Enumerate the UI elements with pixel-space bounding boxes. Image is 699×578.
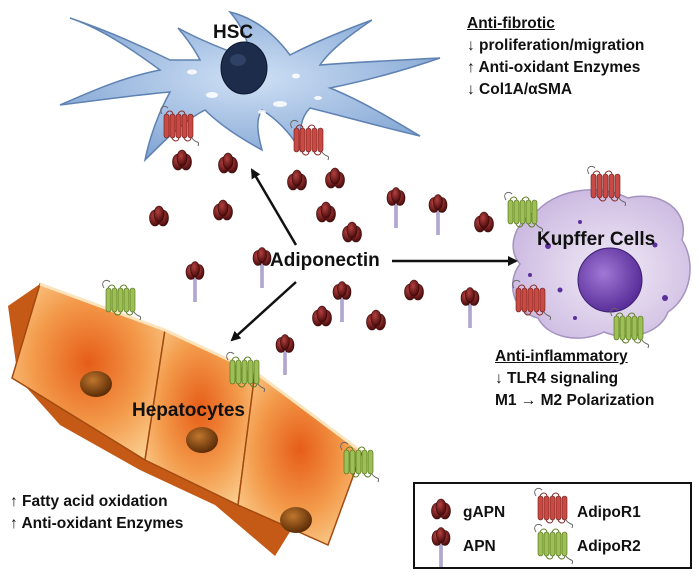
hepatocyte-effects-block: ↑ Fatty acid oxidation ↑ Anti-oxidant En… <box>10 491 183 535</box>
kupffer-label: Kupffer Cells <box>537 229 656 250</box>
arrows <box>230 168 518 342</box>
legend-apn-label: APN <box>463 538 496 555</box>
legend-gapn-label: gAPN <box>463 504 506 521</box>
gapn-molecule <box>218 152 238 174</box>
anti-inflammatory-title: Anti-inflammatory <box>495 348 628 365</box>
hsc-label: HSC <box>213 22 254 43</box>
hepatocyte-nucleus <box>80 371 112 397</box>
apn-molecule <box>331 280 353 324</box>
gapn-molecule <box>366 309 386 331</box>
legend-adipor1-label: AdipoR1 <box>577 504 641 521</box>
gapn-molecule <box>316 201 336 223</box>
arrow-to-hepatocytes <box>230 281 297 342</box>
anti-fibrotic-line: ↓ Col1A/αSMA <box>467 81 573 98</box>
apn-molecule <box>459 286 481 330</box>
gapn-molecule <box>312 305 332 327</box>
gapn-molecule <box>325 167 345 189</box>
gapn-molecule <box>342 221 362 243</box>
apn-molecule <box>385 186 407 230</box>
arrow-to-hsc <box>250 168 298 246</box>
anti-inflammatory-line: ↓ TLR4 signaling <box>495 370 619 387</box>
anti-fibrotic-line: ↑ Anti-oxidant Enzymes <box>467 59 641 76</box>
apn-molecule <box>427 193 449 237</box>
gapn-molecule <box>213 199 233 221</box>
gapn-molecule <box>404 279 424 301</box>
adiponectin-label: Adiponectin <box>270 250 380 271</box>
apn-molecule <box>251 246 273 290</box>
gapn-molecule <box>149 205 169 227</box>
legend-box: gAPN APN AdipoR1 AdipoR2 <box>413 482 692 569</box>
hepatocyte-effect-line: ↑ Anti-oxidant Enzymes <box>10 515 184 532</box>
gapn-molecule <box>287 169 307 191</box>
hepatocytes-label: Hepatocytes <box>132 400 245 421</box>
anti-inflammatory-line: M1 → M2 Polarization <box>495 392 655 409</box>
apn-molecule <box>274 333 296 377</box>
hepatocyte-nucleus <box>186 427 218 453</box>
hepatocyte-nucleus <box>280 507 312 533</box>
apn-molecule <box>184 260 206 304</box>
kupffer-cell <box>504 165 691 349</box>
hepatocyte-effect-line: ↑ Fatty acid oxidation <box>10 493 168 510</box>
anti-inflammatory-block: Anti-inflammatory ↓ TLR4 signaling M1 → … <box>495 346 654 412</box>
hepatocyte-sheet <box>8 279 380 556</box>
anti-fibrotic-block: Anti-fibrotic ↓ proliferation/migration … <box>467 13 644 101</box>
gapn-molecule <box>474 211 494 233</box>
hsc-cell <box>59 10 441 163</box>
legend-adipor2-label: AdipoR2 <box>577 538 641 555</box>
anti-fibrotic-title: Anti-fibrotic <box>467 15 555 32</box>
anti-fibrotic-line: ↓ proliferation/migration <box>467 37 645 54</box>
gapn-molecule <box>172 149 192 171</box>
